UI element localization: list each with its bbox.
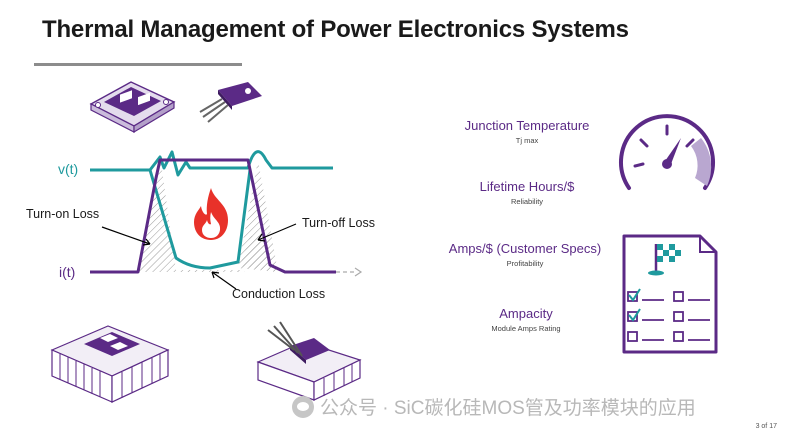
metric-subtitle: Module Amps Rating [491,324,561,333]
metric-lifetime-hours: Lifetime Hours/$ Reliability [427,179,627,206]
watermark: 公众号 · SiC碳化硅MOS管及功率模块的应用 [292,393,696,420]
slide-title: Thermal Management of Power Electronics … [42,16,629,43]
checklist-flag-icon [622,234,718,354]
metric-subtitle: Profitability [506,259,544,268]
metric-title: Junction Temperature [464,118,590,133]
metric-title: Amps/$ (Customer Specs) [448,241,602,256]
transistor-on-heatsink-icon [256,321,362,401]
turn-off-loss-label: Turn-off Loss [302,216,375,230]
wechat-icon [292,395,314,418]
metric-amps-per-dollar: Amps/$ (Customer Specs) Profitability [425,241,625,268]
metric-subtitle: Reliability [510,197,544,206]
voltage-trace [90,150,333,177]
to247-transistor-icon [199,82,262,123]
module-on-heatsink-icon [50,325,170,403]
metric-title: Lifetime Hours/$ [479,179,575,194]
current-trace [90,158,336,274]
metric-title: Ampacity [499,306,553,321]
watermark-text: 公众号 · SiC碳化硅MOS管及功率模块的应用 [320,398,696,419]
current-label: i(t) [59,264,76,280]
flame-icon [194,188,228,240]
speedometer-gauge-icon [619,114,715,190]
metric-ampacity: Ampacity Module Amps Rating [426,306,626,333]
voltage-label: v(t) [58,161,79,177]
conduction-loss-label: Conduction Loss [232,287,326,301]
power-module-icon [89,81,176,134]
conduction-loss-area [138,270,245,272]
turn-on-loss-label: Turn-on Loss [26,207,100,221]
page-number: 3 of 17 [755,423,777,430]
metric-subtitle: Tj max [515,136,539,145]
title-underline [34,63,242,66]
metric-junction-temperature: Junction Temperature Tj max [427,118,627,145]
